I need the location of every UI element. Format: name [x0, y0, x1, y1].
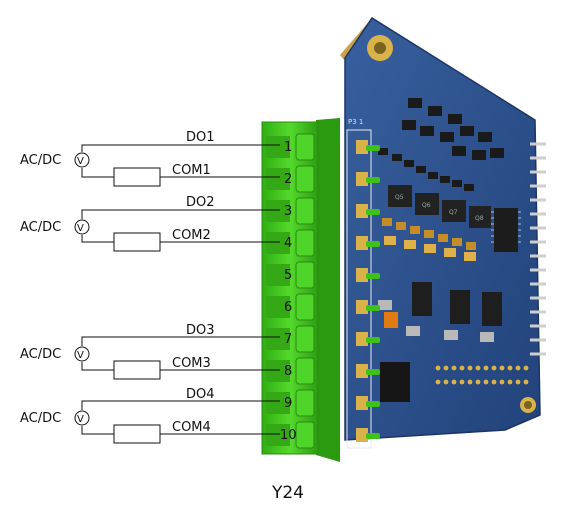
voltmeter-icon	[74, 219, 90, 235]
mosfet-labels: Q5 Q6 Q7 Q8	[395, 194, 484, 222]
mosfet-chips	[388, 185, 491, 228]
wire-com2	[81, 235, 114, 243]
voltmeter-icon	[74, 410, 90, 426]
supply-label-3: AC/DC	[20, 347, 61, 362]
orange-capacitor	[384, 312, 398, 328]
supply-label-4: AC/DC	[20, 411, 61, 426]
wire-com3	[81, 362, 114, 371]
terminal-slots	[266, 136, 290, 446]
terminal-number-2: 2	[284, 172, 292, 187]
terminal-screws	[295, 133, 315, 449]
channel-2-circuit	[74, 209, 280, 252]
terminal-number-6: 6	[284, 300, 292, 315]
do-label-3: DO3	[186, 323, 215, 338]
do-label-1: DO1	[186, 130, 215, 145]
do-label-4: DO4	[186, 387, 215, 402]
svg-text:Q8: Q8	[475, 215, 484, 222]
terminal-number-4: 4	[284, 236, 292, 251]
connector-footprint-label: P3 1	[348, 118, 363, 126]
meter-symbol-1: V	[77, 156, 84, 167]
silver-components	[378, 300, 494, 342]
com-label-3: COM3	[172, 356, 211, 371]
edge-pins-right	[530, 142, 546, 356]
terminal-number-3: 3	[284, 204, 292, 219]
voltmeter-icon	[74, 152, 90, 168]
bridge-chip	[380, 362, 410, 402]
load-resistor-3	[113, 360, 161, 380]
wire-do3	[81, 336, 280, 346]
supply-label-2: AC/DC	[20, 220, 61, 235]
wire-com4	[81, 426, 114, 435]
channel-3-circuit	[74, 336, 280, 380]
svg-text:Q6: Q6	[422, 202, 431, 209]
figure-caption: Y24	[271, 483, 305, 503]
mounting-hole-bottom	[520, 397, 536, 413]
ic-pins	[491, 211, 521, 243]
passive-components	[382, 218, 476, 261]
terminal-block-side	[316, 118, 340, 462]
com-label-1: COM1	[172, 163, 211, 178]
connector-pads	[356, 140, 368, 442]
terminal-number-8: 8	[284, 364, 292, 379]
wire-do4	[81, 400, 280, 410]
channel-1-circuit	[74, 144, 280, 187]
meter-symbol-3: V	[77, 350, 84, 361]
meter-symbol-2: V	[77, 223, 84, 234]
load-resistor-1	[113, 167, 161, 187]
svg-text:Q7: Q7	[449, 209, 458, 216]
do-label-2: DO2	[186, 195, 215, 210]
load-resistor-4	[113, 424, 161, 444]
connector-pin-tips	[366, 145, 380, 439]
meter-symbol-4: V	[77, 414, 84, 425]
com-label-2: COM2	[172, 228, 211, 243]
terminal-number-7: 7	[284, 332, 292, 347]
terminal-number-10: 10	[280, 428, 297, 443]
header-pin-rows	[435, 365, 529, 385]
mounting-hole-top	[367, 35, 393, 61]
smd-components	[378, 98, 504, 191]
terminal-number-5: 5	[284, 268, 292, 283]
channel-4-circuit	[74, 400, 280, 444]
ic-chip	[494, 208, 518, 252]
optocouplers	[412, 282, 502, 326]
wire-do2	[81, 209, 280, 219]
wire-com1	[81, 168, 114, 178]
terminal-number-9: 9	[284, 396, 292, 411]
wire-do1	[81, 144, 280, 152]
load-resistor-2	[113, 232, 161, 252]
terminal-number-1: 1	[284, 140, 292, 155]
com-label-4: COM4	[172, 420, 211, 435]
svg-text:Q5: Q5	[395, 194, 404, 201]
connector-footprint	[346, 129, 372, 449]
supply-label-1: AC/DC	[20, 153, 61, 168]
voltmeter-icon	[74, 346, 90, 362]
